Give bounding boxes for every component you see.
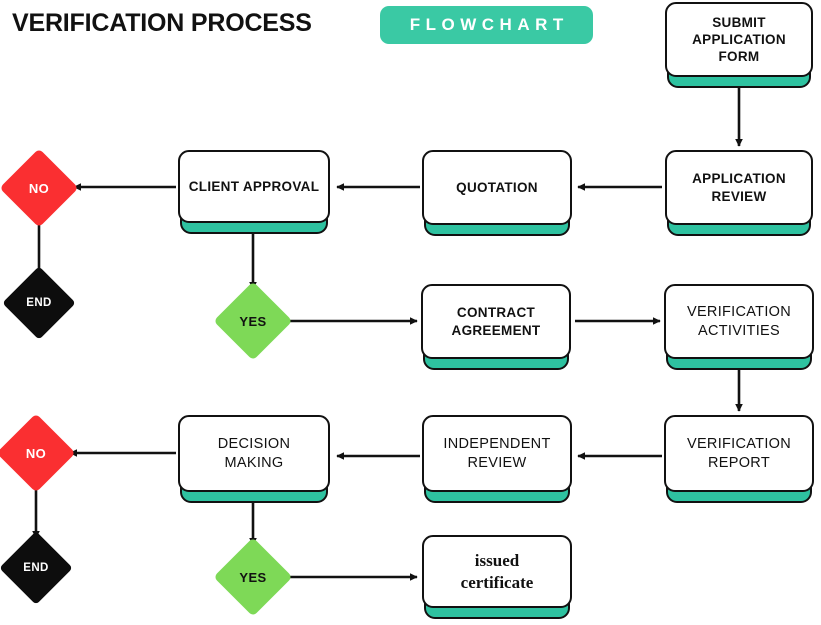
decision-yes-decision-making[interactable]: YES	[213, 537, 293, 617]
decision-label: NO	[28, 180, 50, 196]
node-client-approval[interactable]: CLIENT APPROVAL	[178, 150, 330, 234]
decision-label: YES	[239, 313, 267, 329]
terminator-end-decision-making[interactable]: END	[0, 531, 73, 605]
page-title: VERIFICATION PROCESS	[12, 9, 312, 37]
decision-label: YES	[239, 569, 267, 585]
terminator-label: END	[26, 297, 52, 309]
node-label: CLIENT APPROVAL	[178, 150, 330, 223]
terminator-end-client-approval[interactable]: END	[2, 266, 76, 340]
decision-label: NO	[25, 445, 47, 461]
decision-no-decision-making[interactable]: NO	[0, 413, 76, 493]
node-quotation[interactable]: QUOTATION	[422, 150, 572, 236]
decision-yes-client-approval[interactable]: YES	[213, 281, 293, 361]
flowchart-badge: FLOWCHART	[380, 6, 593, 44]
terminator-label: END	[23, 562, 49, 574]
node-label: QUOTATION	[422, 150, 572, 225]
decision-no-client-approval[interactable]: NO	[0, 148, 79, 228]
